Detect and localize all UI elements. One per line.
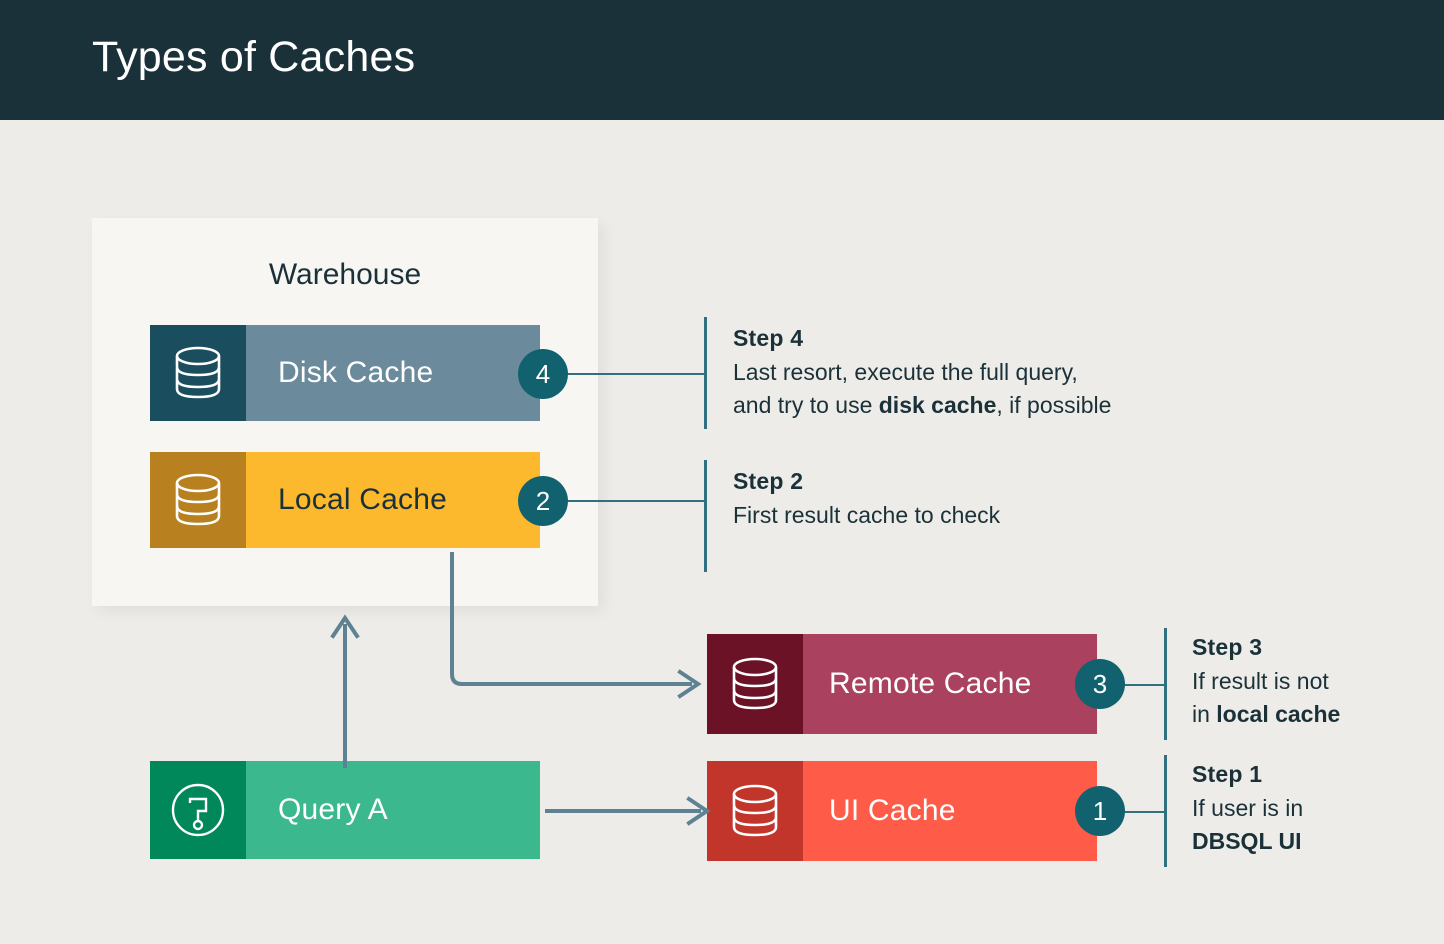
step-3-line2-prefix: in	[1192, 700, 1217, 727]
page-title: Types of Caches	[92, 33, 416, 81]
warehouse-label: Warehouse	[268, 258, 422, 291]
database-icon	[150, 452, 246, 548]
badge-step-4[interactable]: 4	[518, 349, 568, 399]
database-icon-glyph	[732, 657, 778, 710]
step-3-body: If result is not in local cache	[1192, 665, 1442, 730]
tick-step-3	[1164, 628, 1167, 740]
bar-query-a-label: Query A	[246, 761, 540, 859]
step-4-line2-prefix: and try to use	[733, 391, 879, 418]
step-3-title: Step 3	[1192, 634, 1263, 660]
step-3-line2-bold: local cache	[1216, 700, 1341, 727]
bar-query-a[interactable]: Query A	[150, 761, 540, 859]
tick-step-1	[1164, 755, 1167, 867]
step-4-line2-bold: disk cache	[878, 391, 997, 418]
question-mark-circle-icon	[150, 761, 246, 859]
step-1-line1: If user is in	[1192, 795, 1304, 821]
bar-local-cache-label: Local Cache	[246, 452, 540, 548]
arrow-query-to-warehouse	[330, 614, 360, 768]
step-4-title: Step 4	[733, 325, 804, 351]
arrow-query-to-ui	[545, 796, 711, 826]
bar-ui-cache-label: UI Cache	[803, 761, 1097, 861]
bar-disk-cache-label: Disk Cache	[246, 325, 540, 421]
bar-remote-cache-label: Remote Cache	[803, 634, 1097, 734]
bar-ui-cache[interactable]: UI Cache	[707, 761, 1097, 861]
bar-disk-cache[interactable]: Disk Cache	[150, 325, 540, 421]
step-2-body: First result cache to check	[733, 502, 1001, 528]
arrow-local-to-remote	[450, 552, 702, 699]
step-1-body: If user is in DBSQL UI	[1192, 792, 1442, 857]
step-3-block: Step 3 If result is not in local cache	[1192, 634, 1442, 730]
bar-local-cache[interactable]: Local Cache	[150, 452, 540, 548]
header-bar: Types of Caches	[0, 0, 1444, 120]
badge-step-2[interactable]: 2	[518, 476, 568, 526]
step-4-body: Last resort, execute the full query, and …	[733, 356, 1233, 421]
bar-remote-cache[interactable]: Remote Cache	[707, 634, 1097, 734]
step-1-title: Step 1	[1192, 761, 1263, 787]
connector-step-1	[1118, 811, 1166, 813]
step-4-line2-suffix: , if possible	[996, 391, 1112, 418]
connector-step-4	[560, 373, 706, 375]
step-4-block: Step 4 Last resort, execute the full que…	[733, 325, 1233, 421]
database-icon-glyph	[175, 473, 221, 526]
step-1-line2-bold: DBSQL UI	[1192, 827, 1302, 854]
step-2-block: Step 2 First result cache to check	[733, 468, 1233, 532]
question-mark-circle-icon-glyph	[171, 783, 225, 837]
database-icon	[150, 325, 246, 421]
connector-step-3	[1118, 684, 1166, 686]
step-2-title: Step 2	[733, 468, 804, 494]
step-3-line1: If result is not	[1192, 668, 1329, 694]
step-4-line1: Last resort, execute the full query,	[733, 359, 1078, 385]
tick-step-4	[704, 317, 707, 429]
database-icon	[707, 634, 803, 734]
database-icon-glyph	[175, 346, 221, 399]
badge-step-3[interactable]: 3	[1075, 659, 1125, 709]
tick-step-2	[704, 460, 707, 572]
database-icon-glyph	[732, 784, 778, 837]
database-icon	[707, 761, 803, 861]
step-1-block: Step 1 If user is in DBSQL UI	[1192, 761, 1442, 857]
connector-step-2	[560, 500, 706, 502]
badge-step-1[interactable]: 1	[1075, 786, 1125, 836]
